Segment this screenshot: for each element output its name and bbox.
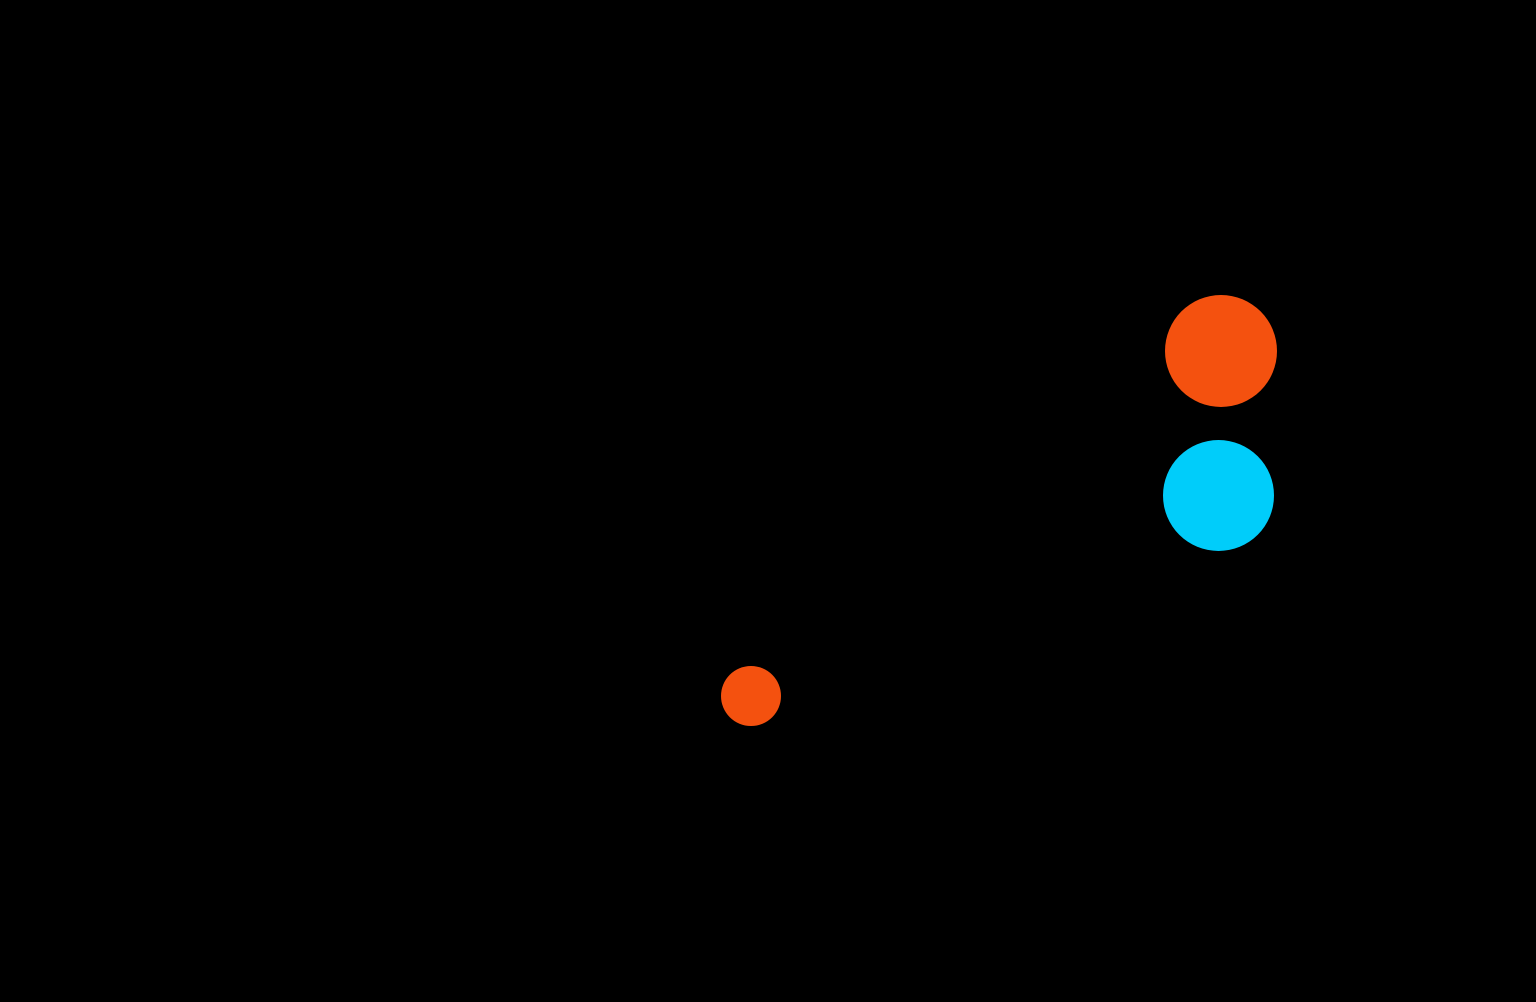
large-orange-circle[interactable] xyxy=(1165,295,1277,407)
small-orange-circle[interactable] xyxy=(721,666,781,726)
large-cyan-circle[interactable] xyxy=(1163,440,1274,551)
